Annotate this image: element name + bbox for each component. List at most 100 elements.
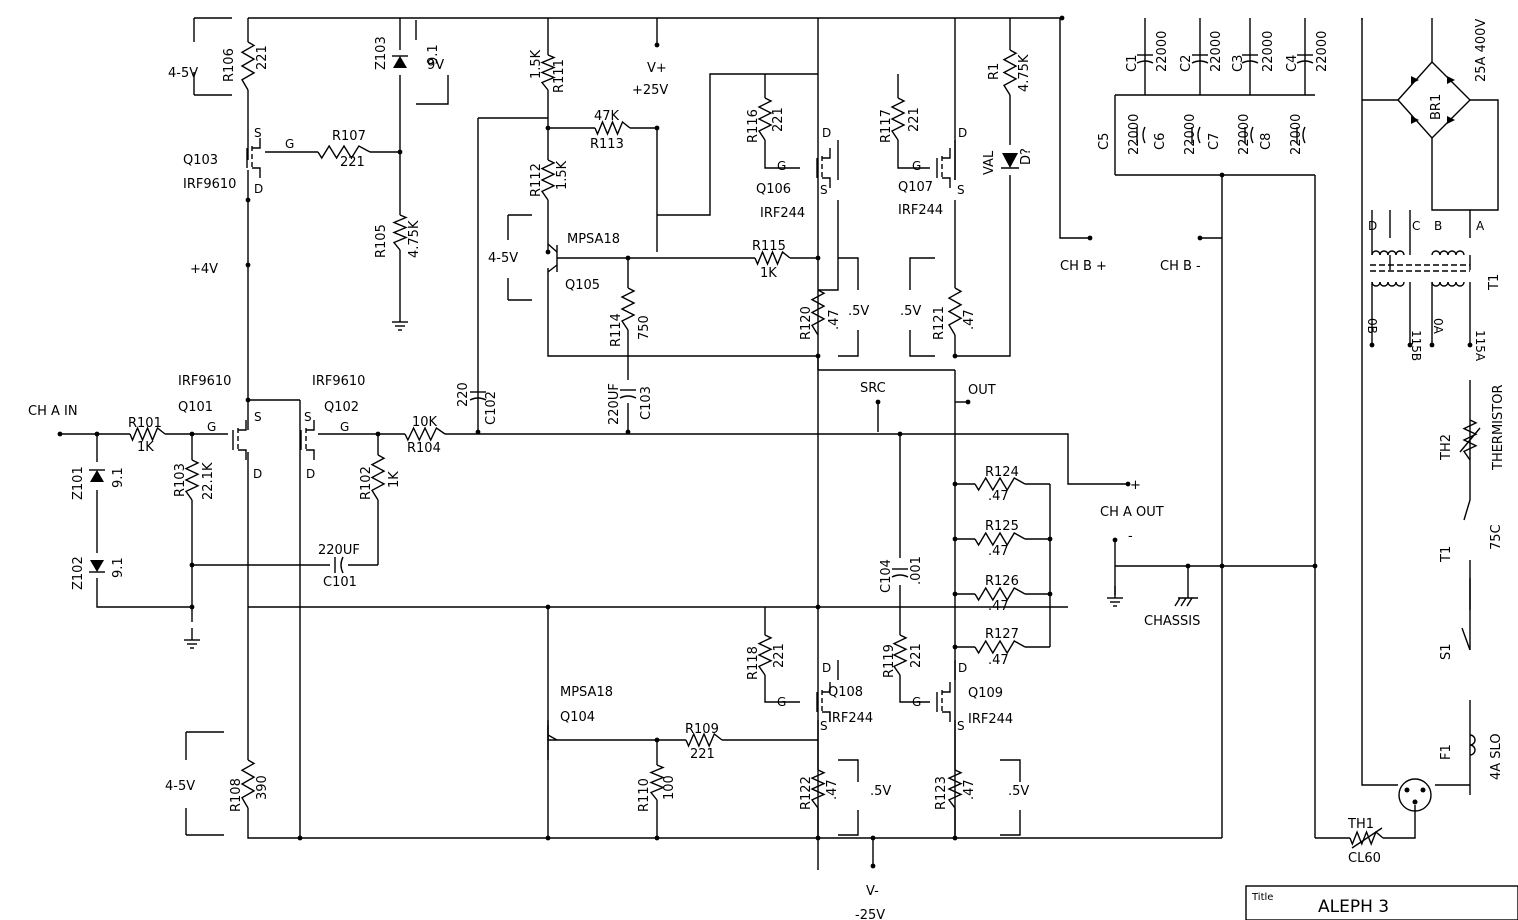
value-c7: 22000	[1237, 114, 1252, 155]
value-q105: MPSA18	[567, 232, 620, 247]
junction-dot	[952, 481, 958, 487]
ref-r111: R111	[552, 59, 567, 93]
value-r102: 1K	[387, 471, 402, 488]
label-r121_v: .5V	[900, 304, 921, 319]
value-r1: 4.75K	[1017, 54, 1032, 92]
diode-icon	[1411, 76, 1419, 84]
value-r126: .47	[988, 599, 1009, 614]
ref-c5: C5	[1097, 133, 1112, 150]
junction-dot	[245, 197, 251, 203]
mosfet-lead	[306, 420, 315, 431]
resistor-r101	[129, 426, 166, 442]
label-plus_sign: +	[1130, 478, 1141, 493]
junction-dot	[952, 591, 958, 597]
value-c101: 220UF	[318, 543, 360, 558]
junction-dot	[1407, 342, 1413, 348]
value-c6: 22000	[1183, 114, 1198, 155]
value-c3: 22000	[1261, 31, 1276, 72]
junction-dot	[1219, 172, 1225, 178]
ref-c8: C8	[1259, 133, 1274, 150]
pin-g: G	[340, 420, 349, 434]
value-f1: 4A SLO	[1489, 733, 1504, 780]
label-r108_val: 4-5V	[165, 779, 195, 794]
transformer-coil	[1455, 250, 1465, 256]
wire	[1383, 805, 1416, 839]
transformer-pin: A	[1476, 219, 1485, 233]
ref-q106: Q106	[756, 182, 791, 197]
junction-dot	[654, 737, 660, 743]
junction-dot	[475, 429, 481, 435]
wire	[838, 759, 859, 782]
ref-r127: R127	[985, 627, 1019, 642]
ref-c1: C1	[1125, 55, 1140, 72]
resistor-r123	[947, 769, 963, 809]
mosfet-lead	[306, 449, 315, 460]
resistor-r114	[620, 287, 636, 331]
value-z102: 9.1	[111, 557, 126, 578]
junction-dot	[189, 604, 195, 610]
mosfet-lead	[822, 682, 831, 693]
wire	[416, 75, 449, 105]
transformer-pin: 115B	[1409, 330, 1423, 361]
label-r122_v: .5V	[870, 784, 891, 799]
wire	[1000, 810, 1021, 836]
junction-dot	[870, 835, 876, 841]
switch-t1	[1463, 499, 1471, 521]
label-r120_v: .5V	[848, 304, 869, 319]
ref-r101: R101	[128, 416, 162, 431]
mosfet-lead	[822, 711, 831, 722]
junction-dot	[815, 255, 821, 261]
plug-pin	[1412, 799, 1418, 805]
value-br1: 25A 400V	[1474, 19, 1489, 82]
transformer-coil	[1431, 281, 1441, 287]
value-c102: 220	[456, 382, 471, 407]
resistor-r117	[890, 97, 906, 141]
capacitor-plate	[619, 395, 637, 399]
value-r103: 22.1K	[201, 462, 216, 500]
transformer-coil	[1379, 281, 1389, 287]
plug-pin	[1404, 787, 1410, 793]
junction-dot	[625, 429, 631, 435]
junction-dot	[815, 604, 821, 610]
junction-dot	[965, 399, 971, 405]
resistor-r125	[974, 531, 1026, 547]
fuse-f1	[1469, 734, 1476, 756]
ref-z102: Z102	[71, 556, 86, 590]
resistor-r1	[1002, 49, 1018, 96]
junction-dot	[815, 835, 821, 841]
label-chassis: CHASSIS	[1144, 614, 1200, 629]
schematic-wires	[60, 17, 1499, 870]
schematic-components	[57, 15, 1481, 869]
value-r111: 1.5K	[529, 49, 544, 79]
ref-r126: R126	[985, 574, 1019, 589]
mosfet-lead	[942, 711, 951, 722]
resistor-r102	[370, 454, 386, 501]
value-c104: .001	[909, 556, 924, 585]
value-r108: 390	[255, 775, 270, 800]
chassis-ground-icon	[1186, 597, 1193, 607]
value-r127: .47	[988, 653, 1009, 668]
junction-dot	[245, 397, 251, 403]
ref-c7: C7	[1207, 133, 1222, 150]
label-r106_val: 4-5V	[168, 66, 198, 81]
ac-plug-icon	[1398, 778, 1432, 812]
label-plus4: +4V	[190, 262, 218, 277]
junction-dot	[1047, 591, 1053, 597]
transformer-pin: 0A	[1431, 318, 1445, 335]
value-r116: 221	[771, 107, 786, 132]
junction-dot	[952, 536, 958, 542]
zener-z102	[90, 560, 104, 572]
wire	[838, 330, 859, 357]
ref-z103: Z103	[374, 36, 389, 70]
junction-dot	[952, 644, 958, 650]
value-q103: IRF9610	[183, 177, 236, 192]
value-r101: 1K	[137, 440, 154, 455]
ref-q102: Q102	[324, 400, 359, 415]
junction-dot	[815, 353, 821, 359]
junction-dot	[1059, 15, 1065, 21]
wire	[247, 808, 1222, 839]
resistor-r111	[540, 54, 556, 91]
wire	[1470, 99, 1499, 211]
pin-s: S	[254, 410, 262, 424]
